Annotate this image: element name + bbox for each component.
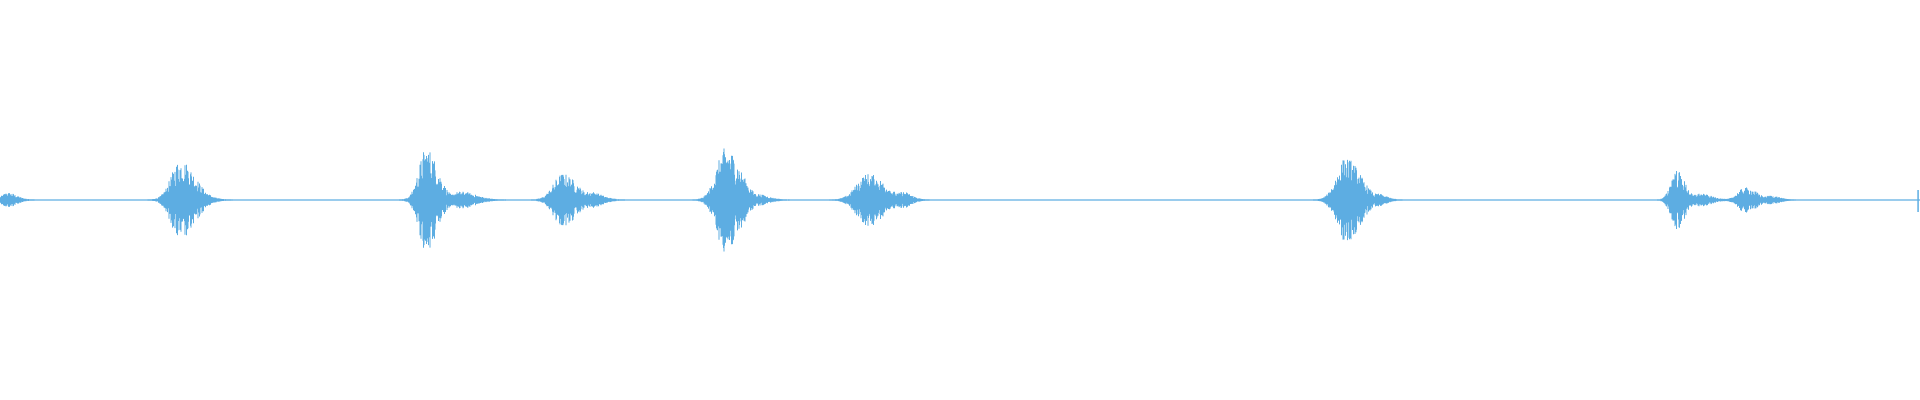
waveform-signal bbox=[0, 148, 1920, 252]
